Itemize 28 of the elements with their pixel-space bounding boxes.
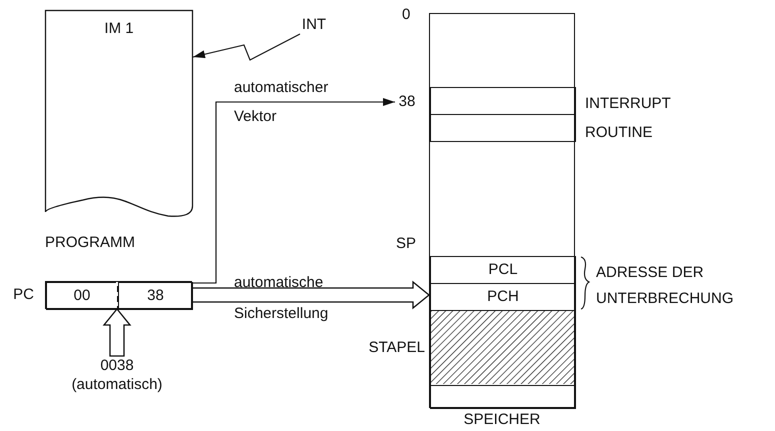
- field-text: PCL: [487, 261, 519, 279]
- arrow: [192, 98, 395, 284]
- node-label: SPEICHER: [462, 411, 542, 429]
- register-field: [118, 282, 193, 310]
- memory-row: [430, 114, 576, 142]
- field-text: 38: [146, 287, 165, 305]
- arrow: [192, 34, 300, 61]
- text-label: INT: [296, 16, 332, 34]
- memory-row: [430, 385, 576, 409]
- field-text: PCH: [486, 288, 520, 306]
- memory-row: [430, 256, 576, 284]
- hollow-arrow: [191, 280, 430, 310]
- text-label: 38: [396, 93, 418, 111]
- text-label: INTERRUPT ROUTINE: [585, 94, 672, 143]
- text-label: 0038 (automatisch): [62, 356, 172, 394]
- register-field: [46, 282, 118, 310]
- edge-label: automatischer Vektor: [234, 78, 330, 127]
- memory-row: [430, 87, 576, 115]
- text-label: SP: [396, 235, 418, 253]
- node-label: STAPEL: [368, 339, 425, 357]
- text-label: ADRESSE DER UNTERBRECHUNG: [596, 263, 735, 309]
- register-name: PC: [13, 286, 34, 304]
- hollow-arrow: [102, 308, 132, 357]
- field-text: 00: [72, 287, 92, 305]
- document-title: IM 1: [103, 20, 135, 38]
- node-label: PROGRAMM: [45, 234, 135, 252]
- edge-label: automatische Sicherstellung: [234, 273, 330, 324]
- text-label: 0: [402, 6, 412, 24]
